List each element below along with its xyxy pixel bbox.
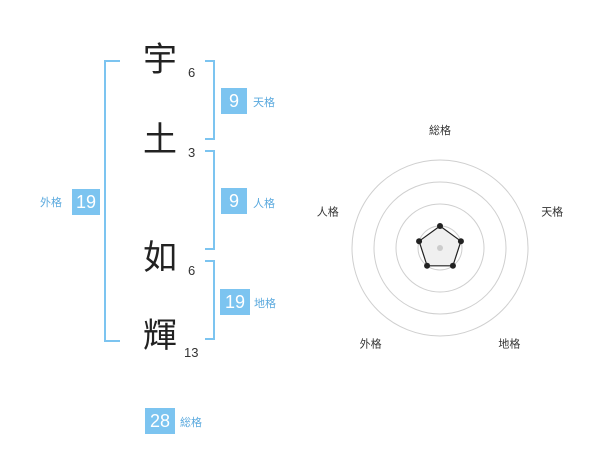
tenkaku-label: 天格: [253, 96, 275, 109]
radar-point-4: [424, 262, 431, 269]
radar-point-3: [449, 262, 456, 269]
tenkaku-bracket: [205, 60, 215, 140]
tenkaku-value: 9: [221, 88, 247, 114]
name-char-4: 輝: [143, 316, 177, 356]
name-char-1: 宇: [143, 40, 177, 80]
radar-axis-label-5: 人格: [317, 205, 339, 219]
radar-center-dot: [437, 245, 443, 251]
stroke-count-1: 6: [188, 65, 196, 80]
radar-axis-label-3: 地格: [498, 337, 520, 351]
radar-axis-label-4: 外格: [360, 337, 382, 351]
radar-axis-label-2: 天格: [541, 205, 563, 219]
jinkaku-bracket: [205, 150, 215, 250]
gaikaku-value: 19: [72, 189, 100, 215]
soukaku-label: 総格: [180, 416, 202, 429]
gaikaku-label: 外格: [40, 196, 62, 209]
radar-points: [416, 223, 464, 269]
radar-axis-label-1: 総格: [429, 123, 451, 137]
name-char-2: 土: [143, 120, 177, 160]
stroke-count-2: 3: [188, 145, 196, 160]
stroke-count-3: 6: [188, 263, 196, 278]
radar-ring-2: [395, 203, 485, 293]
radar-ring-3: [373, 181, 507, 315]
soukaku-value: 28: [145, 408, 175, 434]
chikaku-label: 地格: [254, 297, 276, 310]
name-char-3: 如: [143, 238, 177, 278]
chikaku-bracket: [205, 260, 215, 340]
stroke-count-4: 13: [184, 345, 199, 360]
radar-point-2: [457, 238, 464, 245]
chikaku-value: 19: [220, 289, 250, 315]
radar-ring-4: [351, 159, 529, 337]
jinkaku-label: 人格: [253, 197, 275, 210]
radar-point-1: [437, 223, 443, 229]
radar-point-5: [416, 238, 423, 245]
gaikaku-bracket: [104, 60, 120, 342]
radar-rings: [351, 159, 529, 337]
jinkaku-value: 9: [221, 188, 247, 214]
